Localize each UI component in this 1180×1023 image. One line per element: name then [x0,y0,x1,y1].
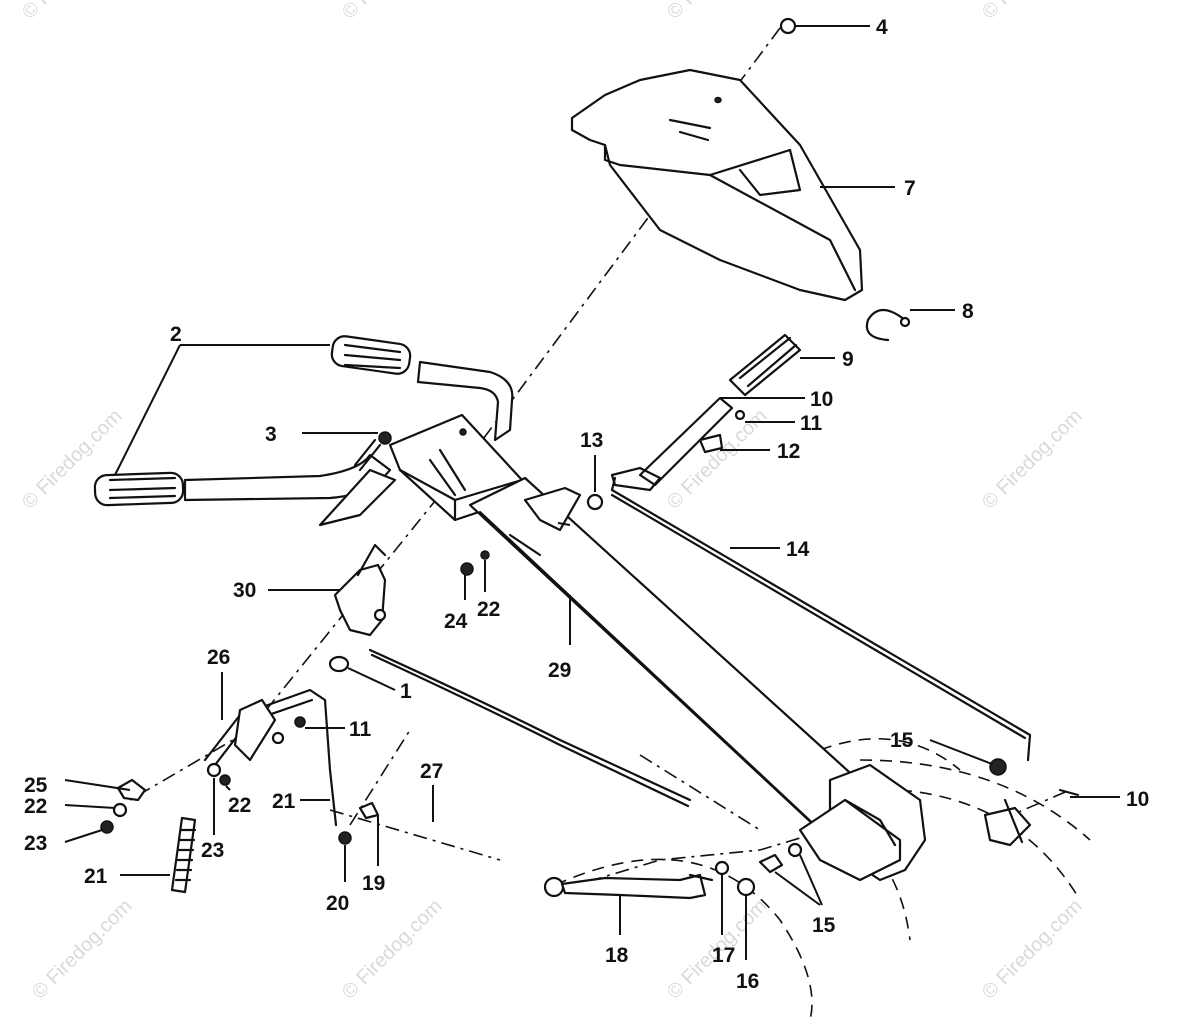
callout-label: 20 [326,892,349,915]
callout-labels: 4 7 8 9 10 11 12 13 14 1 2 3 30 29 24 22… [24,16,1149,993]
callout-label: 23 [24,832,47,855]
callout-label: 10 [1126,788,1149,811]
bushing-set [758,842,803,874]
callout-label: 16 [736,970,759,993]
callout-label: 26 [207,646,230,669]
callout-label: 12 [777,440,800,463]
clamp-bracket [333,543,387,637]
watermark: © Firedog.com [663,0,772,24]
callout-label: 11 [800,412,823,435]
hardware-center [460,550,490,576]
hardware-left [100,762,231,834]
bolt-icon [989,758,1007,776]
bolt-icon [353,431,392,472]
callout-label: 15 [890,729,914,752]
callout-label: 22 [228,794,251,817]
watermark: © Firedog.com [28,895,137,1004]
bail-bracket [203,688,332,772]
callout-label: 15 [812,914,836,937]
callout-label: 7 [904,177,916,200]
callout-label: 17 [712,944,735,967]
leader-lines [64,25,1120,960]
callout-label: 10 [810,388,833,411]
callout-label: 21 [84,865,108,888]
callout-label: 24 [444,610,468,633]
shift-lever [543,873,714,900]
watermark: © Firedog.com [18,0,127,24]
throttle-cable [328,648,692,808]
callout-label: 11 [349,718,372,741]
callout-label: 4 [876,16,888,39]
bolt-icon [294,716,306,728]
callout-label: 30 [233,579,256,602]
callout-label: 14 [786,538,810,561]
callout-label: 8 [962,300,974,323]
watermark: © Firedog.com [978,405,1087,514]
callout-label: 18 [605,944,629,967]
callout-label: 13 [580,429,603,452]
callout-label: 2 [170,323,182,346]
right-bracket [983,798,1032,847]
callout-label: 1 [400,680,412,703]
handlebar-assembly [93,335,514,527]
bolt-icon [779,17,797,35]
watermark: © Firedog.com [338,0,447,24]
callout-label: 22 [477,598,500,621]
side-bracket [523,486,604,532]
callout-label: 27 [420,760,443,783]
callout-label: 23 [201,839,224,862]
assembly-lines [129,27,1091,1021]
callout-label: 29 [548,659,571,682]
watermark: © Firedog.com [338,895,447,1004]
threaded-rod [170,768,338,894]
callout-label: 25 [24,774,48,797]
clip-ring-icon [865,308,911,342]
rear-housing [798,763,927,882]
watermark: © Firedog.com [978,0,1087,24]
callout-label: 9 [842,348,854,371]
shield-guard [570,68,864,302]
callout-label: 19 [362,872,385,895]
clip-and-nut [338,801,380,845]
callout-label: 3 [265,423,277,446]
watermark: © Firedog.com [978,895,1087,1004]
callout-label: 21 [272,790,296,813]
pin-icon [1058,788,1080,797]
control-rod [610,476,1032,762]
lever-assembly [610,333,802,492]
callout-label: 22 [24,795,47,818]
